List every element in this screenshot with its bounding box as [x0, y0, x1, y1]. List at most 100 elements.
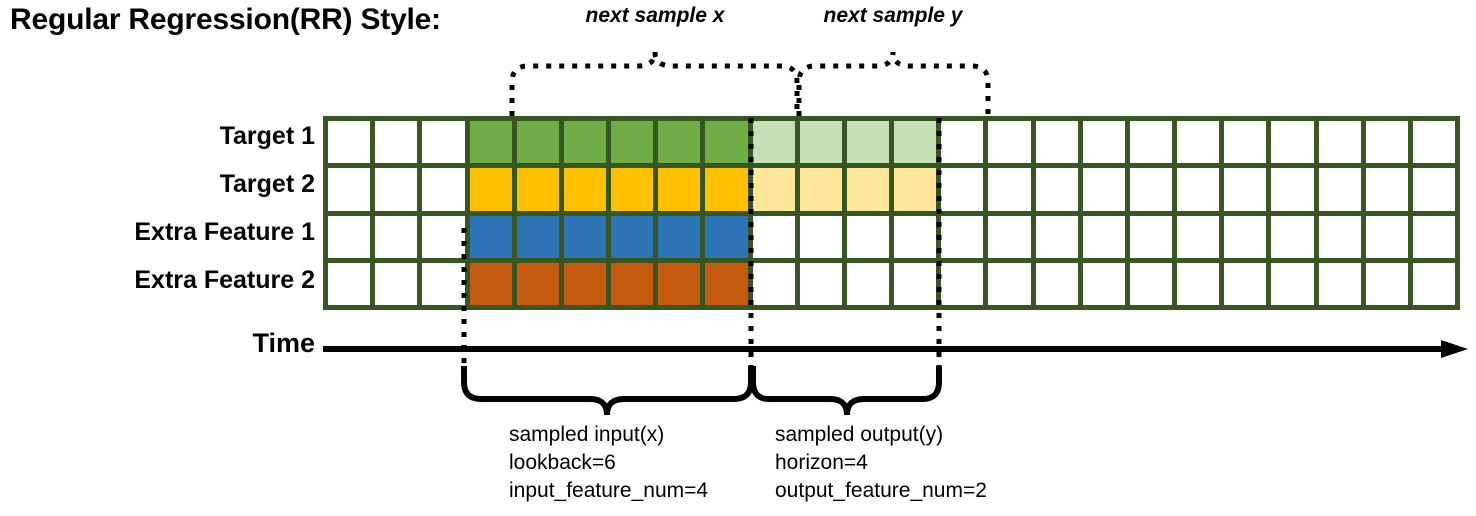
grid-cell-output: [799, 121, 842, 164]
annotation-input-line-2: lookback=6: [509, 451, 616, 474]
grid-cell-output: [752, 121, 795, 164]
annotation-sampled-input: sampled input(x) lookback=6 input_featur…: [509, 421, 708, 505]
grid-cell-blank: [1224, 215, 1267, 258]
grid-cell-input: [611, 262, 654, 305]
grid-cell-input: [658, 215, 701, 258]
row-label-extra-feature-1: Extra Feature 1: [134, 218, 315, 246]
grid-cell-blank: [422, 262, 465, 305]
grid-cell-blank: [1365, 121, 1408, 164]
grid-cell-blank: [1412, 262, 1455, 305]
grid-cell-input: [611, 121, 654, 164]
annotation-input-line-1: sampled input(x): [509, 423, 665, 446]
grid-cell-blank: [1129, 121, 1172, 164]
grid-cell-blank: [375, 215, 418, 258]
annotation-output-line-1: sampled output(y): [775, 423, 944, 446]
grid-cell-input: [705, 121, 748, 164]
grid-cell-blank: [328, 262, 371, 305]
grid-cell-blank: [1224, 168, 1267, 211]
annotation-output-line-3: output_feature_num=2: [775, 479, 987, 502]
grid-cell-blank: [328, 215, 371, 258]
grid-cell-blank: [941, 215, 984, 258]
grid-cell-blank: [1412, 168, 1455, 211]
grid-cell-blank: [988, 262, 1031, 305]
grid-cell-input: [469, 121, 512, 164]
grid-cell-input: [516, 262, 559, 305]
grid-cell-blank: [1271, 121, 1314, 164]
grid-cell-output: [799, 168, 842, 211]
grid-cell-blank: [1365, 168, 1408, 211]
row-label-target-2: Target 2: [219, 170, 315, 198]
grid-cell-input: [658, 168, 701, 211]
grid-cell-blank: [1035, 121, 1078, 164]
grid-cell-input: [563, 262, 606, 305]
row-label-extra-feature-2: Extra Feature 2: [134, 266, 315, 294]
grid-cell-input: [658, 262, 701, 305]
grid-cell-output: [894, 168, 937, 211]
grid-cell-input: [469, 168, 512, 211]
grid-cell-input: [563, 168, 606, 211]
grid-cell-blank: [375, 121, 418, 164]
grid-cell-blank: [1035, 168, 1078, 211]
grid-cell-blank: [1035, 262, 1078, 305]
grid-cell-blank: [1082, 262, 1125, 305]
grid-cell-input: [611, 168, 654, 211]
grid-cell-blank: [1224, 262, 1267, 305]
grid-cell-blank: [1129, 215, 1172, 258]
grid-cell-input: [469, 215, 512, 258]
grid-cell-blank: [1318, 121, 1361, 164]
bottom-brace-sampled-input: [461, 366, 754, 416]
grid-cell-output: [846, 168, 889, 211]
grid-cell-output: [752, 262, 795, 305]
grid-cell-blank: [1318, 168, 1361, 211]
grid-cell-blank: [988, 168, 1031, 211]
grid-cell-blank: [375, 168, 418, 211]
page-title: Regular Regression(RR) Style:: [10, 3, 441, 36]
grid-cell-blank: [1412, 215, 1455, 258]
grid-cell-input: [516, 215, 559, 258]
grid-cell-blank: [988, 121, 1031, 164]
grid-cell-blank: [1318, 215, 1361, 258]
grid-cell-blank: [988, 215, 1031, 258]
grid-cell-blank: [941, 121, 984, 164]
grid-cell-input: [705, 262, 748, 305]
grid-cell-input: [563, 121, 606, 164]
grid-cell-output: [752, 215, 795, 258]
grid-cell-blank: [328, 168, 371, 211]
top-brace-next-sample-x: [509, 51, 800, 116]
grid-cell-blank: [1365, 215, 1408, 258]
grid-cell-input: [611, 215, 654, 258]
grid-cell-blank: [941, 168, 984, 211]
brace-caption-next-sample-x: next sample x: [585, 4, 725, 27]
grid-cell-blank: [422, 215, 465, 258]
grid-cell-output: [846, 121, 889, 164]
timeline-grid: [323, 116, 1460, 310]
time-axis-label: Time: [252, 328, 315, 358]
grid-cell-input: [516, 168, 559, 211]
grid-row-3: [328, 262, 1455, 305]
grid-cell-blank: [1224, 121, 1267, 164]
grid-cell-blank: [1318, 262, 1361, 305]
grid-cell-blank: [1177, 262, 1220, 305]
grid-cell-blank: [941, 262, 984, 305]
grid-cell-input: [469, 262, 512, 305]
brace-caption-next-sample-y: next sample y: [823, 4, 963, 27]
grid-cell-blank: [422, 168, 465, 211]
grid-cell-blank: [1177, 121, 1220, 164]
grid-row-2: [328, 215, 1455, 258]
annotation-sampled-output: sampled output(y) horizon=4 output_featu…: [775, 421, 987, 505]
grid-cell-input: [658, 121, 701, 164]
grid-cell-blank: [1082, 168, 1125, 211]
row-label-column: Target 1 Target 2 Extra Feature 1 Extra …: [50, 116, 315, 310]
grid-cell-blank: [1271, 215, 1314, 258]
grid-cell-blank: [1177, 168, 1220, 211]
grid-cell-blank: [1271, 262, 1314, 305]
grid-cell-output: [799, 262, 842, 305]
annotation-input-line-3: input_feature_num=4: [509, 479, 709, 502]
time-axis-arrow: [323, 340, 1468, 358]
grid-cell-blank: [1412, 121, 1455, 164]
grid-cell-blank: [422, 121, 465, 164]
grid-cell-output: [846, 262, 889, 305]
grid-cell-blank: [375, 262, 418, 305]
grid-cell-output: [894, 215, 937, 258]
